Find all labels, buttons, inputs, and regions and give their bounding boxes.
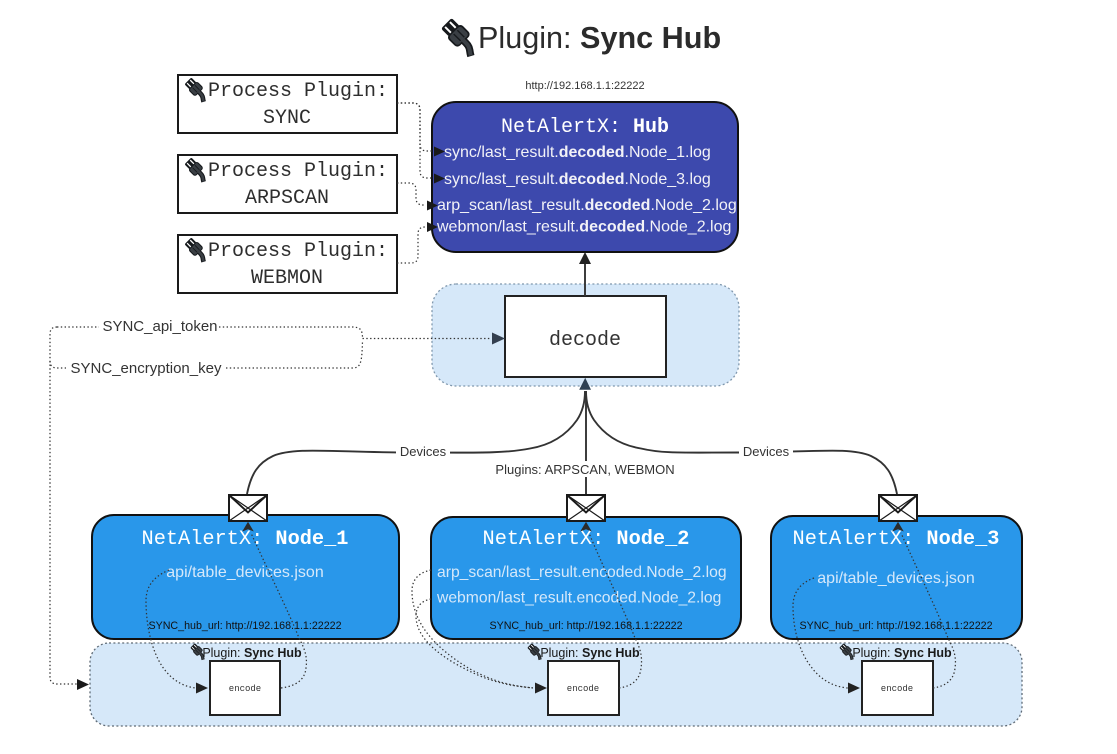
svg-text:Process Plugin:: Process Plugin:	[208, 80, 388, 103]
svg-text:SYNC_hub_url: http://192.168.1: SYNC_hub_url: http://192.168.1.1:22222	[799, 620, 992, 632]
svg-text:NetAlertX: Node_2: NetAlertX: Node_2	[483, 528, 690, 551]
svg-text:Devices: Devices	[400, 444, 447, 459]
svg-text:WEBMON: WEBMON	[251, 267, 323, 290]
svg-text:Plugin: Sync Hub: Plugin: Sync Hub	[202, 646, 302, 660]
svg-text:webmon/last_result.encoded.Nod: webmon/last_result.encoded.Node_2.log	[436, 590, 721, 607]
svg-text:SYNC_encryption_key: SYNC_encryption_key	[71, 360, 222, 377]
svg-text:api/table_devices.json: api/table_devices.json	[817, 570, 974, 587]
svg-text:encode: encode	[881, 684, 913, 694]
svg-text:NetAlertX: Hub: NetAlertX: Hub	[501, 116, 669, 139]
svg-text:encode: encode	[567, 684, 599, 694]
svg-text:NetAlertX: Node_3: NetAlertX: Node_3	[793, 528, 1000, 551]
svg-text:Plugin: Sync Hub: Plugin: Sync Hub	[852, 646, 952, 660]
svg-text:decode: decode	[549, 329, 621, 352]
svg-text:sync/last_result.decoded.Node_: sync/last_result.decoded.Node_3.log	[444, 171, 711, 188]
svg-text:SYNC_hub_url: http://192.168.1: SYNC_hub_url: http://192.168.1.1:22222	[489, 620, 682, 632]
svg-text:SYNC_hub_url: http://192.168.1: SYNC_hub_url: http://192.168.1.1:22222	[148, 620, 341, 632]
svg-text:Process Plugin:: Process Plugin:	[208, 240, 388, 263]
svg-text:Process Plugin:: Process Plugin:	[208, 160, 388, 183]
svg-text:NetAlertX: Node_1: NetAlertX: Node_1	[142, 528, 349, 551]
svg-text:sync/last_result.decoded.Node_: sync/last_result.decoded.Node_1.log	[444, 144, 711, 161]
svg-text:SYNC_api_token: SYNC_api_token	[102, 318, 217, 335]
svg-text:SYNC: SYNC	[263, 107, 311, 130]
svg-text:Plugin: Sync Hub: Plugin: Sync Hub	[478, 21, 721, 55]
svg-text:encode: encode	[229, 684, 261, 694]
svg-text:api/table_devices.json: api/table_devices.json	[166, 564, 323, 581]
svg-text:ARPSCAN: ARPSCAN	[245, 187, 329, 210]
svg-text:Plugins: ARPSCAN, WEBMON: Plugins: ARPSCAN, WEBMON	[495, 462, 674, 477]
svg-text:arp_scan/last_result.decoded.N: arp_scan/last_result.decoded.Node_2.log	[437, 197, 737, 214]
svg-text:Devices: Devices	[743, 444, 790, 459]
svg-text:http://192.168.1.1:22222: http://192.168.1.1:22222	[525, 80, 644, 92]
svg-text:webmon/last_result.decoded.Nod: webmon/last_result.decoded.Node_2.log	[436, 219, 731, 236]
svg-text:Plugin: Sync Hub: Plugin: Sync Hub	[540, 646, 640, 660]
svg-text:arp_scan/last_result.encoded.N: arp_scan/last_result.encoded.Node_2.log	[437, 564, 727, 581]
